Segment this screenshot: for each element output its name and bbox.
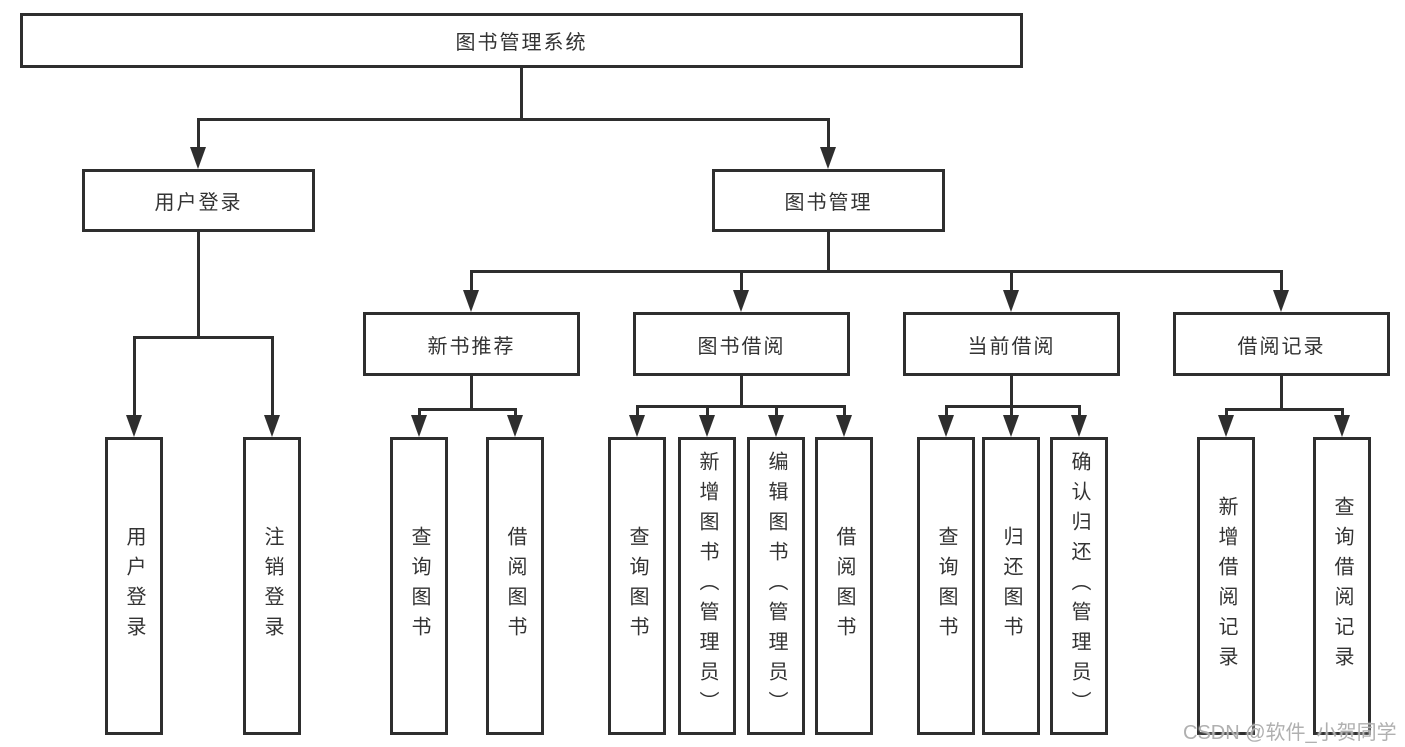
arrowhead-icon [1003,290,1019,312]
connector-line [944,405,948,417]
node-borrowing-records: 借阅记录 [1173,312,1390,376]
leaf-label: 查询图书 [408,526,430,646]
node-book-borrowing: 图书借阅 [633,312,850,376]
node-label: 图书借阅 [697,335,786,358]
connector-line [740,270,743,292]
arrowhead-icon [1333,415,1350,437]
connector-line [132,336,274,339]
connector-line [1224,408,1344,411]
arrowhead-icon [937,415,954,437]
arrowhead-icon [1002,415,1019,437]
arrowhead-icon [264,415,280,437]
arrowhead-icon [1273,290,1289,312]
node-library-management-system: 图书管理系统 [20,13,1023,68]
connector-line [197,232,200,336]
leaf-label: 借阅图书 [833,526,855,646]
leaf-records-add-record: 新增借阅记录 [1197,437,1255,735]
node-label: 当前借阅 [967,335,1056,358]
leaf-label: 新增借阅记录 [1215,496,1237,676]
node-label: 图书管理系统 [455,32,588,54]
connector-line [1010,270,1013,292]
connector-line [635,405,846,408]
connector-line [197,118,830,121]
connector-line [705,405,709,417]
arrowhead-icon [1217,415,1234,437]
leaf-newbooks-query-books: 查询图书 [390,437,448,735]
connector-line [774,405,778,417]
node-label: 借阅记录 [1237,335,1326,358]
node-label: 新书推荐 [427,335,516,358]
arrowhead-icon [1070,415,1087,437]
node-user-login: 用户登录 [82,169,315,232]
connector-line [1280,376,1283,408]
leaf-logout: 注销登录 [243,437,301,735]
leaf-records-query-record: 查询借阅记录 [1313,437,1371,735]
leaf-label: 查询图书 [935,526,957,646]
leaf-label: 借阅图书 [504,526,526,646]
node-label: 用户登录 [154,192,243,214]
leaf-newbooks-borrow-books: 借阅图书 [486,437,544,735]
node-book-management: 图书管理 [712,169,945,232]
connector-line [417,408,421,417]
connector-line [635,405,639,417]
connector-line [1009,405,1013,417]
leaf-borrowing-add-books-admin: 新增图书（管理员） [678,437,736,735]
leaf-borrowing-query-books: 查询图书 [608,437,666,735]
connector-line [513,408,517,417]
connector-line [470,376,473,408]
connector-line [470,270,1283,273]
leaf-label: 确认归还（管理员） [1068,451,1090,721]
leaf-label: 查询图书 [626,526,648,646]
connector-line [1224,408,1228,417]
arrowhead-icon [820,147,836,169]
arrowhead-icon [125,415,142,437]
node-label: 图书管理 [784,192,873,214]
connector-line [1340,408,1344,417]
leaf-borrowing-borrow-books: 借阅图书 [815,437,873,735]
arrowhead-icon [767,415,784,437]
connector-line [1077,405,1081,417]
connector-line [470,270,473,292]
leaf-label: 归还图书 [1000,526,1022,646]
leaf-current-return-books: 归还图书 [982,437,1040,735]
arrowhead-icon [410,415,427,437]
leaf-label: 注销登录 [261,526,283,646]
connector-line [1010,376,1013,405]
connector-line [197,118,200,150]
arrowhead-icon [628,415,645,437]
node-current-borrowing: 当前借阅 [903,312,1120,376]
connector-line [842,405,846,417]
connector-line [740,376,743,405]
connector-line [827,232,830,270]
connector-line [944,405,1081,408]
arrowhead-icon [835,415,852,437]
node-new-book-recommendation: 新书推荐 [363,312,580,376]
arrowhead-icon [190,147,206,169]
arrowhead-icon [463,290,479,312]
leaf-label: 新增图书（管理员） [696,451,718,721]
connector-line [271,336,274,417]
connector-line [827,118,830,150]
csdn-watermark: CSDN @软件_小贺同学 [1183,722,1397,744]
arrowhead-icon [698,415,715,437]
leaf-current-confirm-return-admin: 确认归还（管理员） [1050,437,1108,735]
leaf-borrowing-edit-books-admin: 编辑图书（管理员） [747,437,805,735]
arrowhead-icon [733,290,749,312]
connector-line [1280,270,1283,292]
leaf-current-query-books: 查询图书 [917,437,975,735]
leaf-label: 查询借阅记录 [1331,496,1353,676]
connector-line [417,408,517,411]
leaf-label: 用户登录 [123,526,145,646]
connector-line [520,68,523,118]
leaf-user-login: 用户登录 [105,437,163,735]
connector-line [132,336,136,417]
leaf-label: 编辑图书（管理员） [765,451,787,721]
arrowhead-icon [506,415,523,437]
